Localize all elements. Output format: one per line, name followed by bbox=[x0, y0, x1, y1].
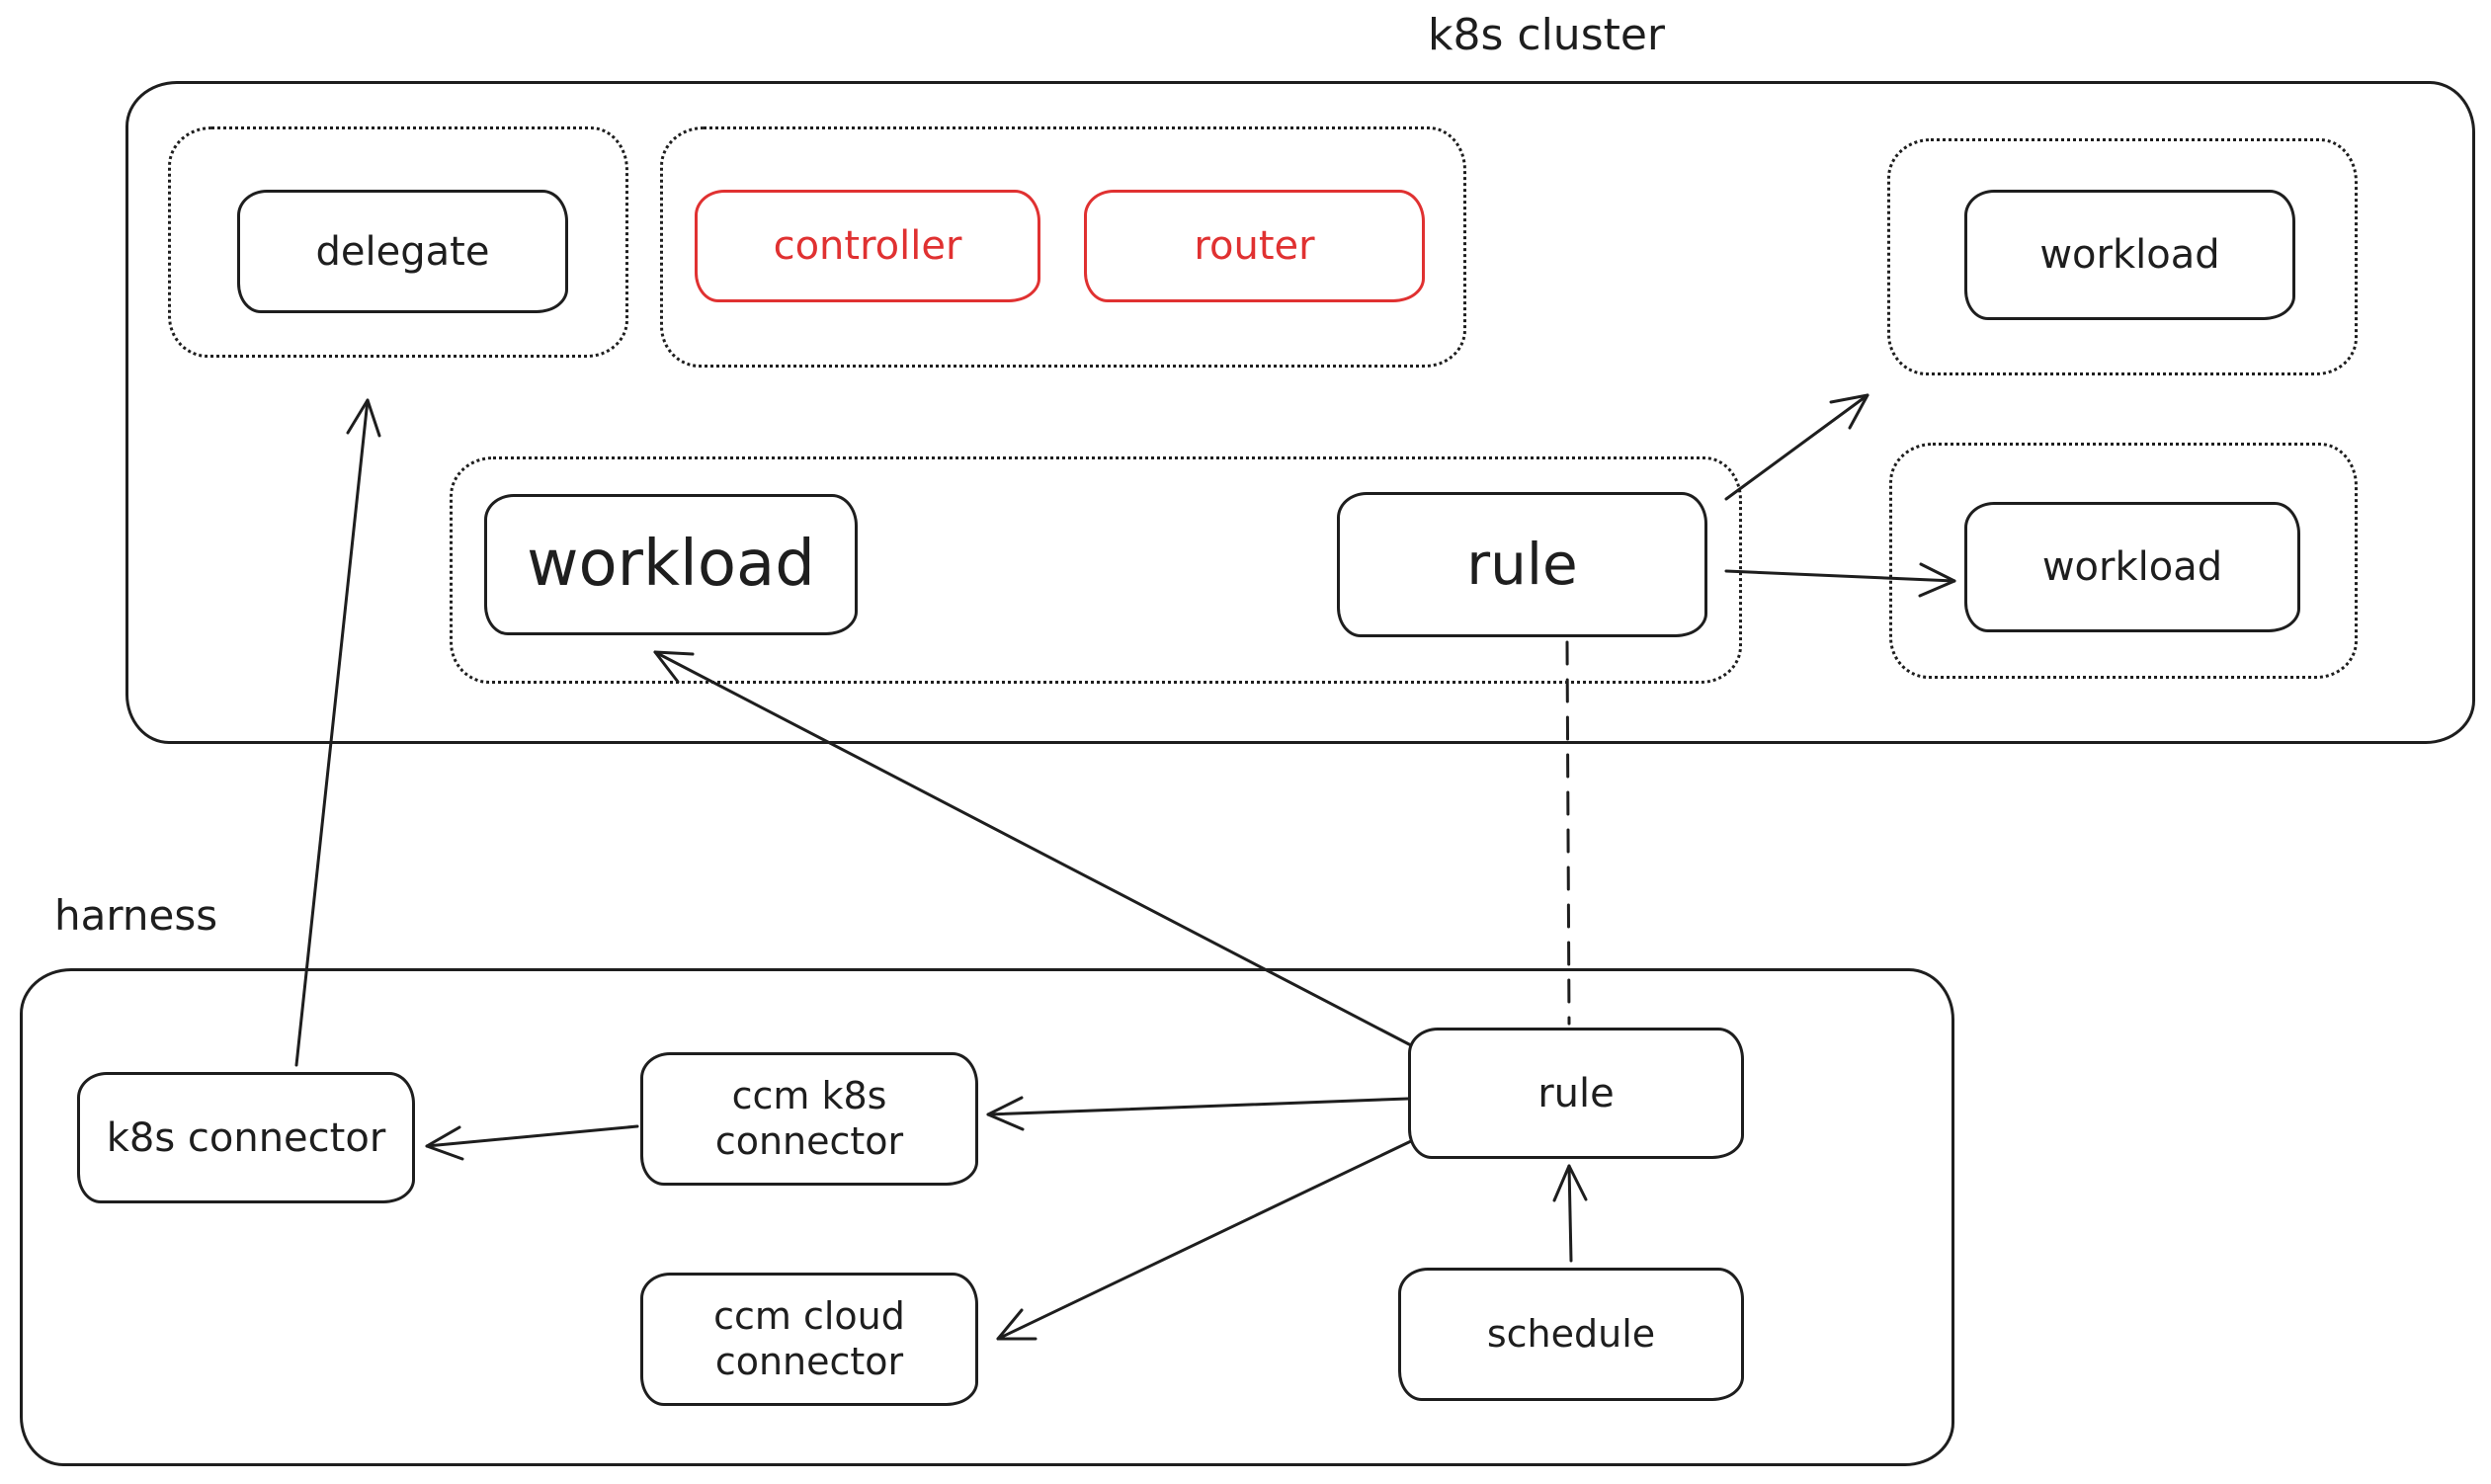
ccm-k8s-connector-node-label: ccm k8s connector bbox=[714, 1073, 904, 1163]
harness-label: harness bbox=[54, 891, 218, 940]
rule-k8s-node: rule bbox=[1337, 492, 1707, 637]
workload-top-dotted-container bbox=[1887, 138, 2358, 375]
rule-k8s-node-label: rule bbox=[1466, 530, 1578, 598]
ccm-cloud-connector-node-label: ccm cloud connector bbox=[713, 1293, 905, 1383]
delegate-node-label: delegate bbox=[315, 228, 490, 275]
workload-top-node-label: workload bbox=[2039, 232, 2220, 278]
delegate-node: delegate bbox=[237, 190, 568, 313]
k8s-cluster-label: k8s cluster bbox=[1428, 10, 1666, 60]
delegate-dotted-container bbox=[168, 126, 628, 358]
schedule-node-label: schedule bbox=[1486, 1311, 1656, 1356]
router-node: router bbox=[1084, 190, 1425, 302]
k8s-connector-node-label: k8s connector bbox=[106, 1114, 386, 1161]
controller-node: controller bbox=[695, 190, 1040, 302]
ccm-k8s-connector-node: ccm k8s connector bbox=[640, 1052, 978, 1186]
controller-node-label: controller bbox=[773, 223, 962, 269]
rule-harness-node: rule bbox=[1408, 1028, 1744, 1159]
ccm-cloud-connector-node: ccm cloud connector bbox=[640, 1273, 978, 1406]
k8s-connector-node: k8s connector bbox=[77, 1072, 415, 1203]
rule-harness-node-label: rule bbox=[1537, 1070, 1615, 1116]
controller-router-dotted-container bbox=[660, 126, 1466, 368]
workload-main-node-label: workload bbox=[527, 528, 815, 602]
router-node-label: router bbox=[1194, 223, 1315, 269]
workload-main-node: workload bbox=[484, 494, 858, 635]
workload-right-node: workload bbox=[1964, 502, 2300, 632]
workload-right-dotted-container bbox=[1889, 443, 2358, 679]
workload-right-node-label: workload bbox=[2041, 544, 2223, 590]
workload-top-node: workload bbox=[1964, 190, 2295, 320]
schedule-node: schedule bbox=[1398, 1268, 1744, 1401]
